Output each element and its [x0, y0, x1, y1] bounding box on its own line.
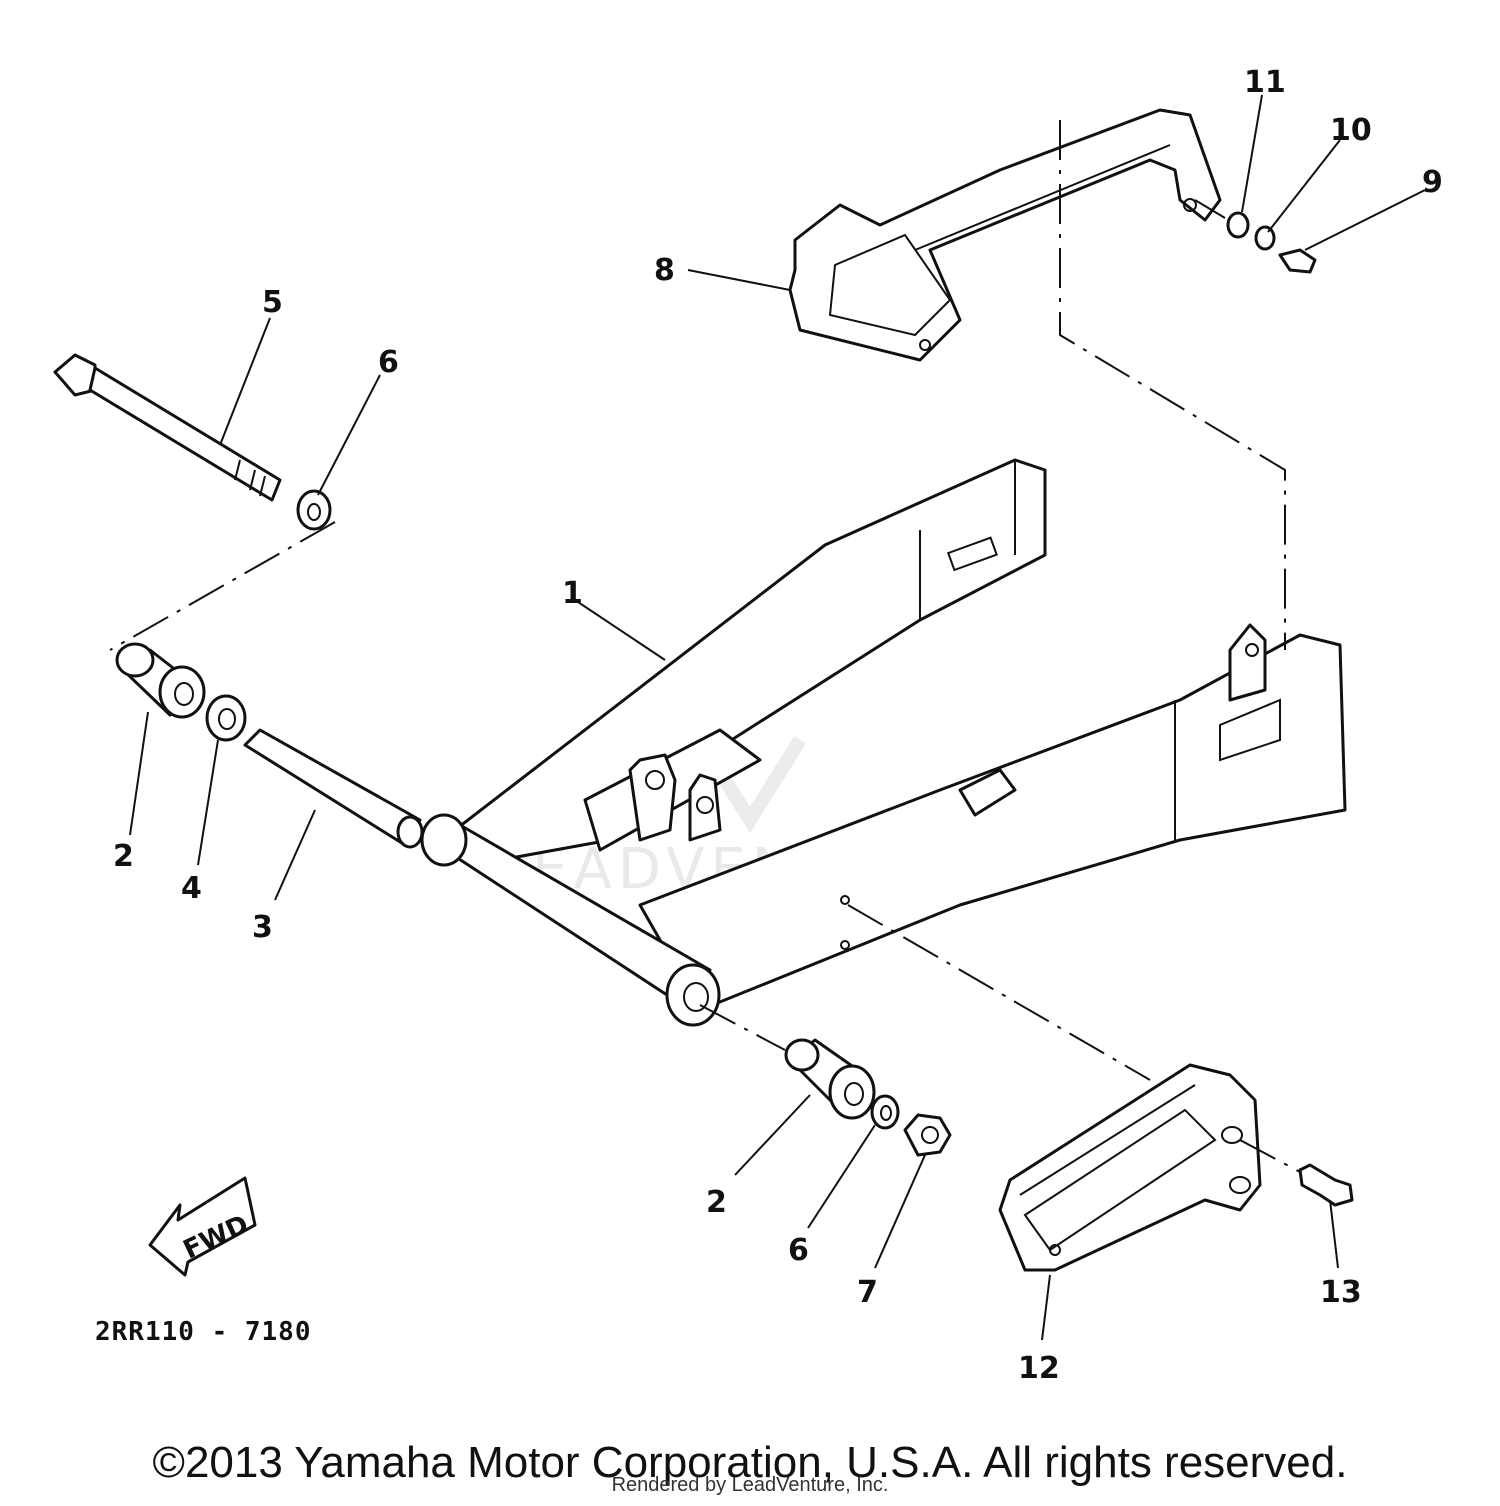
callout-9: 9	[1422, 165, 1443, 200]
part-6-washer-upper	[296, 489, 332, 531]
callout-11: 11	[1244, 65, 1286, 100]
part-10-washer	[1254, 225, 1276, 251]
diagram-code: 2RR110 - 7180	[95, 1317, 312, 1347]
part-6-washer-lower	[870, 1094, 900, 1130]
callouts: 1 2 4 3 5 6 2 6 7 8 9 10 11 12 13	[113, 65, 1443, 1386]
callout-6-upper: 6	[378, 345, 399, 380]
leader-lines	[129, 94, 1426, 1341]
part-4-washer	[205, 694, 247, 742]
callout-5: 5	[262, 285, 283, 320]
part-7-nut	[903, 1113, 952, 1157]
part-13-bolt	[1298, 1163, 1354, 1207]
callout-13: 13	[1320, 1275, 1362, 1310]
part-12-chain-guide	[998, 1063, 1262, 1272]
copyright-notice: ©2013 Yamaha Motor Corporation, U.S.A. A…	[152, 1438, 1348, 1487]
part-2-collar-left	[115, 642, 206, 719]
callout-4: 4	[181, 871, 202, 906]
part-8-bracket	[788, 108, 1222, 362]
part-11-nut	[1226, 211, 1250, 239]
assembly-lines	[109, 120, 1301, 1173]
fwd-arrow-icon: FWD	[148, 1176, 257, 1277]
part-5-pivot-bolt	[53, 353, 282, 502]
callout-8: 8	[654, 253, 675, 288]
callout-2-left: 2	[113, 839, 134, 874]
callout-3: 3	[252, 910, 273, 945]
part-9-bolt	[1278, 248, 1317, 274]
callout-1: 1	[562, 576, 583, 611]
callout-2-right: 2	[706, 1185, 727, 1220]
callout-6-lower: 6	[788, 1233, 809, 1268]
part-2-collar-right	[784, 1038, 876, 1120]
part-1-swingarm	[420, 458, 1347, 1027]
part-3-shaft	[243, 728, 424, 849]
callout-12: 12	[1018, 1351, 1060, 1386]
callout-10: 10	[1330, 113, 1372, 148]
rendered-by-credit: Rendered by LeadVenture, Inc.	[611, 1474, 889, 1496]
callout-7: 7	[857, 1275, 878, 1310]
